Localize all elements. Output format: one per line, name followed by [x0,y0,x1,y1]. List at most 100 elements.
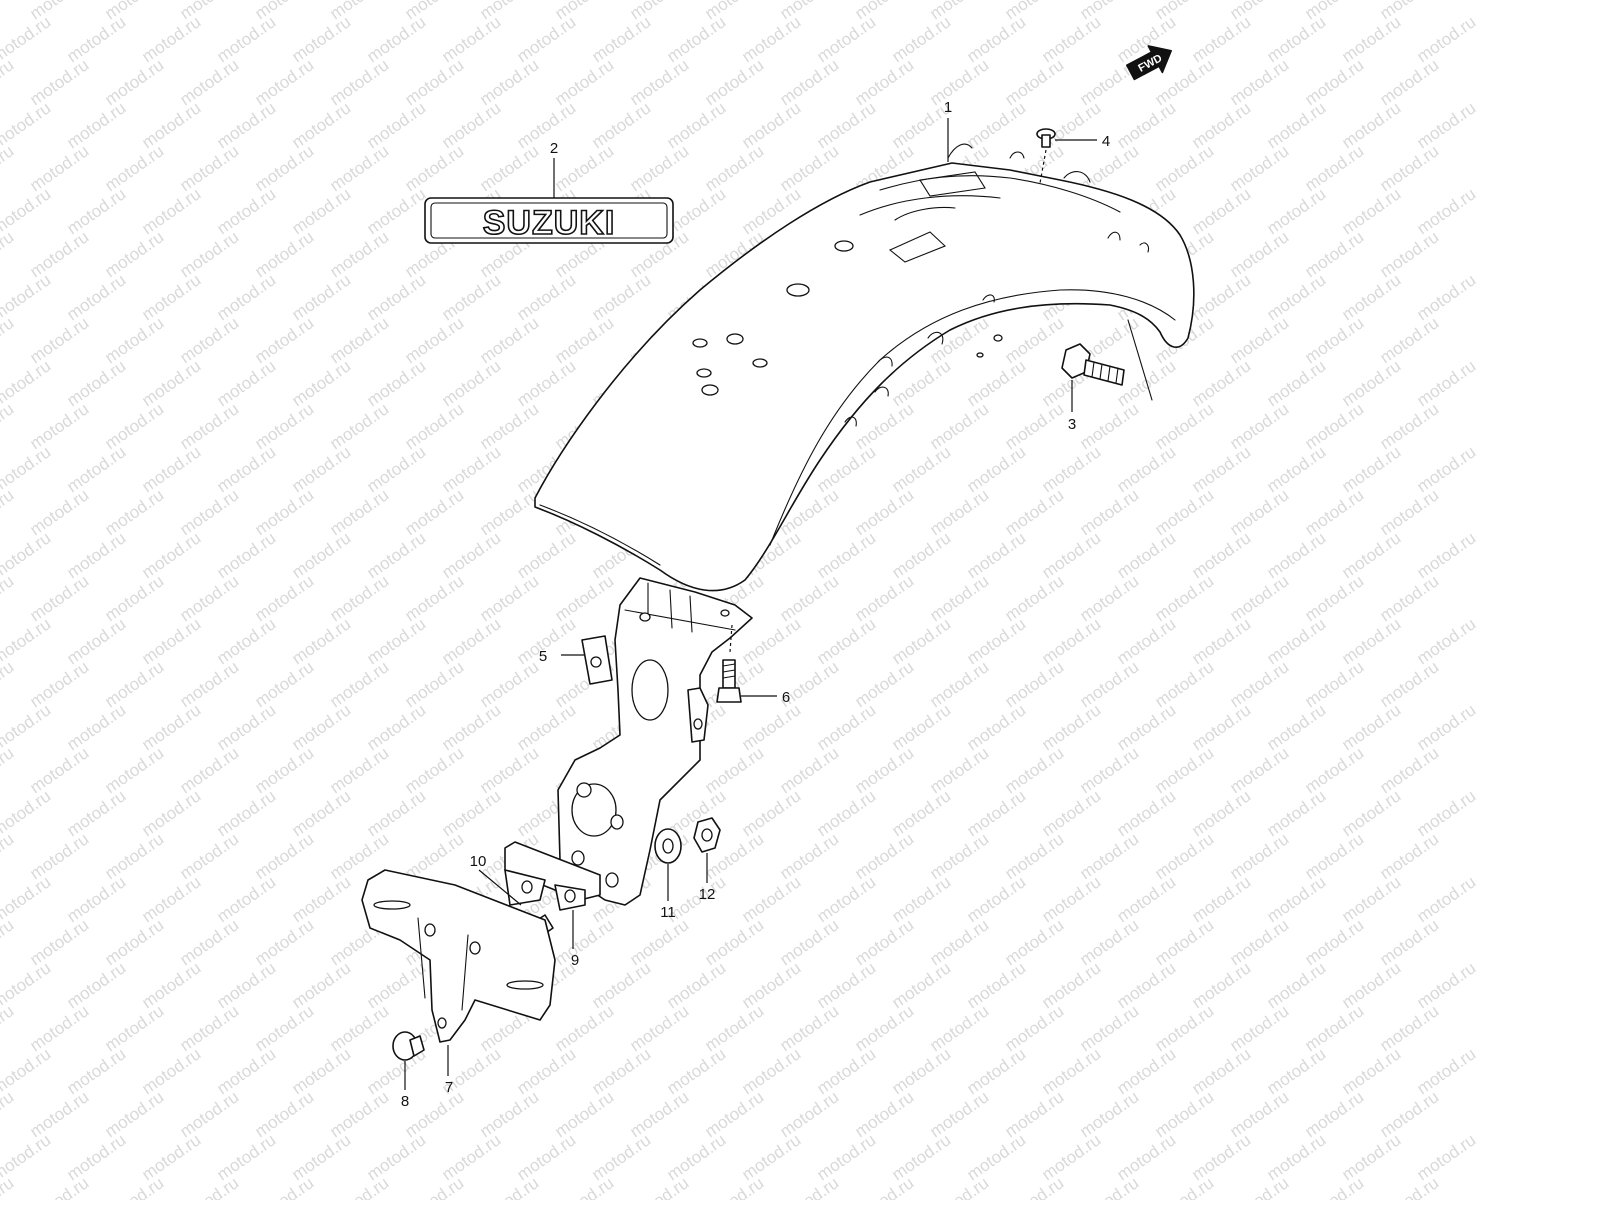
watermark-text: motod.ru [213,12,279,66]
watermark-text: motod.ru [1226,1001,1292,1055]
watermark-text: motod.ru [176,1001,242,1055]
watermark-text: motod.ru [1001,743,1067,797]
watermark-text: motod.ru [663,12,729,66]
watermark-text: motod.ru [213,700,279,754]
watermark-text: motod.ru [1113,1044,1179,1098]
watermark-text: motod.ru [513,98,579,152]
watermark-text: motod.ru [513,528,579,582]
watermark-text: motod.ru [1188,356,1254,410]
callout-12: 12 [699,886,716,903]
watermark-text: motod.ru [363,184,429,238]
screw-part-4 [1036,128,1056,184]
watermark-text: motod.ru [438,356,504,410]
callout-2: 2 [550,140,558,157]
callout-8: 8 [401,1093,409,1110]
watermark-text: motod.ru [438,614,504,668]
watermark-text: motod.ru [0,1173,17,1200]
watermark-text: motod.ru [0,915,17,969]
watermark-text: motod.ru [1376,399,1442,453]
watermark-text: motod.ru [26,1001,92,1055]
watermark-text: motod.ru [0,571,17,625]
watermark-text: motod.ru [926,743,992,797]
watermark-text: motod.ru [476,399,542,453]
watermark-text: motod.ru [626,55,692,109]
watermark-text: motod.ru [63,98,129,152]
watermark-text: motod.ru [1188,958,1254,1012]
watermark-text: motod.ru [101,1001,167,1055]
watermark-text: motod.ru [1188,700,1254,754]
watermark-text: motod.ru [851,1087,917,1141]
watermark-text: motod.ru [251,829,317,883]
watermark-text: motod.ru [1151,141,1217,195]
watermark-text: motod.ru [401,657,467,711]
watermark-text: motod.ru [101,743,167,797]
watermark-text: motod.ru [1338,98,1404,152]
watermark-text: motod.ru [1376,227,1442,281]
watermark-text: motod.ru [326,743,392,797]
watermark-text: motod.ru [776,743,842,797]
watermark-text: motod.ru [288,184,354,238]
watermark-text: motod.ru [1413,528,1479,582]
watermark-text: motod.ru [1226,141,1292,195]
watermark-text: motod.ru [551,313,617,367]
watermark-text: motod.ru [963,528,1029,582]
watermark-text: motod.ru [476,141,542,195]
watermark-text: motod.ru [963,786,1029,840]
watermark-text: motod.ru [476,485,542,539]
watermark-text: motod.ru [1188,614,1254,668]
callout-7: 7 [445,1079,453,1096]
watermark-text: motod.ru [401,399,467,453]
watermark-text: motod.ru [1151,1087,1217,1141]
watermark-text: motod.ru [1376,657,1442,711]
watermark-text: motod.ru [626,915,692,969]
watermark-text: motod.ru [1151,915,1217,969]
watermark-text: motod.ru [513,12,579,66]
watermark-text: motod.ru [963,614,1029,668]
watermark-text: motod.ru [1188,270,1254,324]
watermark-text: motod.ru [1301,829,1367,883]
watermark-text: motod.ru [288,442,354,496]
watermark-text: motod.ru [401,571,467,625]
watermark-text: motod.ru [0,55,17,109]
watermark-text: motod.ru [26,55,92,109]
watermark-text: motod.ru [363,442,429,496]
watermark-text: motod.ru [251,227,317,281]
watermark-text: motod.ru [63,356,129,410]
watermark-text: motod.ru [1038,786,1104,840]
watermark-text: motod.ru [138,958,204,1012]
watermark-text: motod.ru [438,442,504,496]
watermark-text: motod.ru [1076,1001,1142,1055]
watermark-text: motod.ru [1151,1001,1217,1055]
watermark-text: motod.ru [251,571,317,625]
watermark-text: motod.ru [626,1087,692,1141]
watermark-text: motod.ru [1263,442,1329,496]
watermark-text: motod.ru [401,1087,467,1141]
watermark-text: motod.ru [1376,55,1442,109]
watermark-text: motod.ru [588,12,654,66]
watermark-text: motod.ru [1263,786,1329,840]
watermark-text: motod.ru [813,1044,879,1098]
watermark-text: motod.ru [663,958,729,1012]
washer-part-11 [654,828,682,864]
watermark-text: motod.ru [438,98,504,152]
watermark-text: motod.ru [288,1044,354,1098]
watermark-text: motod.ru [1001,1001,1067,1055]
watermark-text: motod.ru [963,872,1029,926]
watermark-text: motod.ru [288,872,354,926]
watermark-text: motod.ru [1001,55,1067,109]
watermark-text: motod.ru [701,915,767,969]
leader-lines [404,118,1097,1090]
watermark-text: motod.ru [176,55,242,109]
watermark-text: motod.ru [326,571,392,625]
watermark-text: motod.ru [1413,270,1479,324]
watermark-text: motod.ru [326,485,392,539]
watermark-text: motod.ru [1263,614,1329,668]
watermark-text: motod.ru [0,1087,17,1141]
watermark-text: motod.ru [813,700,879,754]
watermark-text: motod.ru [1151,485,1217,539]
watermark-text: motod.ru [63,12,129,66]
watermark-text: motod.ru [101,55,167,109]
watermark-text: motod.ru [1413,786,1479,840]
watermark-text: motod.ru [0,657,17,711]
